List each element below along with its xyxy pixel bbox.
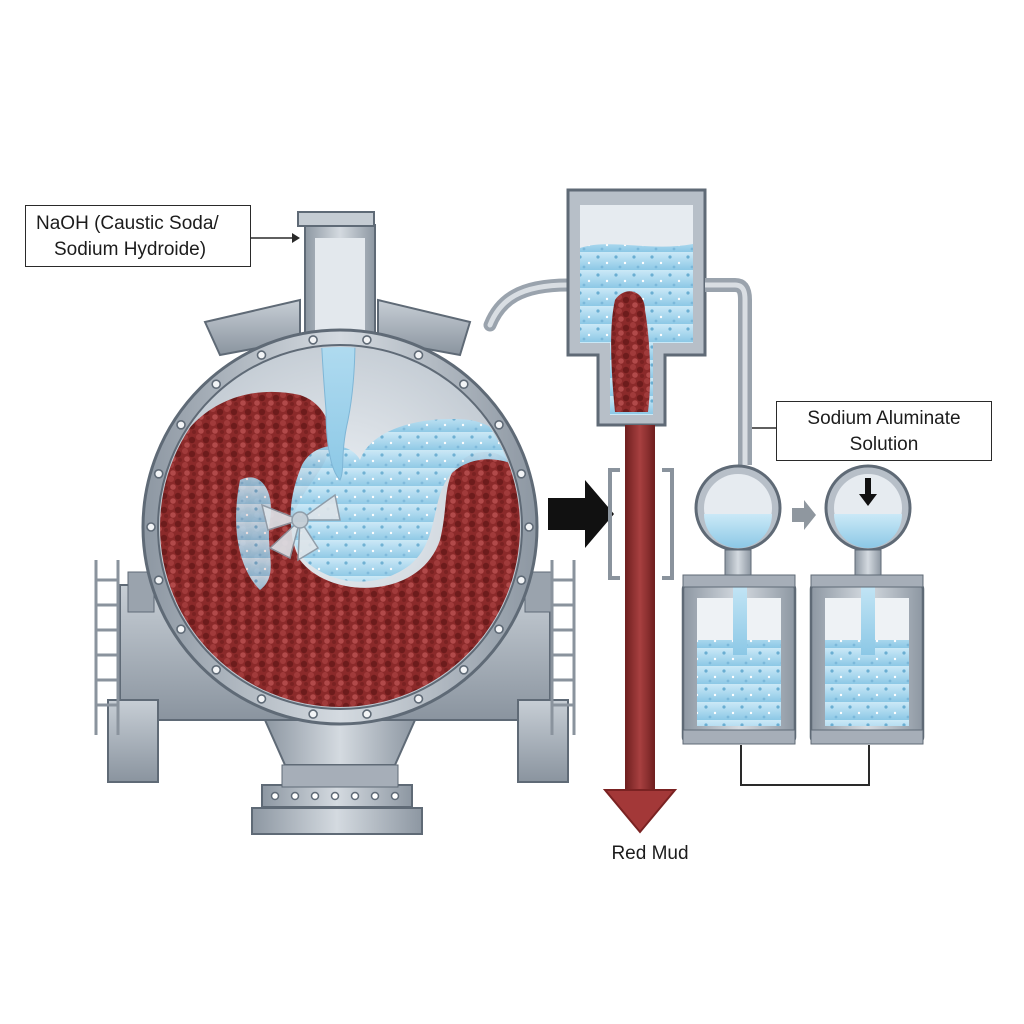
agitator-impeller (260, 493, 341, 562)
aluminate-tank-1 (681, 464, 797, 745)
bauxite-slurry (160, 391, 520, 707)
vessel-bolt (362, 709, 372, 719)
naoh-label-line1: NaOH (Caustic Soda/ (36, 213, 219, 234)
settling-mud-plume (611, 291, 651, 412)
aluminate-pipe (705, 278, 752, 465)
vessel-bolt (458, 664, 469, 675)
arrow-down-black-icon (859, 478, 877, 506)
ladder-left (94, 560, 120, 735)
aluminate-tank-2 (809, 464, 925, 745)
naoh-callout: NaOH (Caustic Soda/ Sodium Hydroide) (25, 205, 251, 267)
aluminate-callout: Sodium Aluminate Solution (776, 401, 992, 461)
ladder-right (550, 560, 576, 735)
vessel-bolt (308, 709, 318, 719)
vessel-bolt (494, 624, 504, 635)
vessel-bolt (153, 575, 164, 586)
vessel-bolt (413, 694, 424, 704)
vessel-bolt (211, 379, 221, 390)
arrow-down-icon (602, 789, 678, 834)
arrow-right-gray-icon (792, 500, 816, 530)
vessel-bolt (413, 350, 424, 360)
red-mud-column (625, 425, 655, 793)
red-mud-label: Red Mud (611, 843, 689, 864)
tank-connector-line (740, 745, 870, 786)
vessel-bolt (516, 575, 527, 586)
aluminate-label-line2: Solution (849, 434, 919, 455)
vessel-bolt (516, 468, 527, 479)
bottom-outlet (263, 719, 417, 766)
vessel-bolt (176, 624, 186, 635)
caustic-liquor-swirl (290, 419, 520, 582)
vessel-bolt (153, 468, 164, 479)
naoh-stream (319, 347, 359, 481)
settling-tank (483, 188, 707, 427)
vessel-bolt (362, 335, 372, 345)
vessel-bolt (494, 419, 504, 430)
naoh-label-line2: Sodium Hydroide) (54, 239, 207, 260)
filter-bracket (608, 468, 674, 580)
vessel-bolt (308, 335, 318, 345)
vessel-bolt (256, 350, 267, 360)
vessel-bolts (146, 335, 534, 719)
vessel-bolt (458, 379, 469, 390)
arrow-right-icon (548, 480, 614, 548)
vessel-bolt (176, 419, 186, 430)
aluminate-label-line1: Sodium Aluminate (807, 408, 961, 429)
digester-vessel (94, 211, 576, 835)
vessel-bolt (211, 664, 221, 675)
vessel-bolt (256, 694, 267, 704)
vessel-bolt (146, 522, 156, 532)
vessel-bolt (524, 522, 534, 532)
